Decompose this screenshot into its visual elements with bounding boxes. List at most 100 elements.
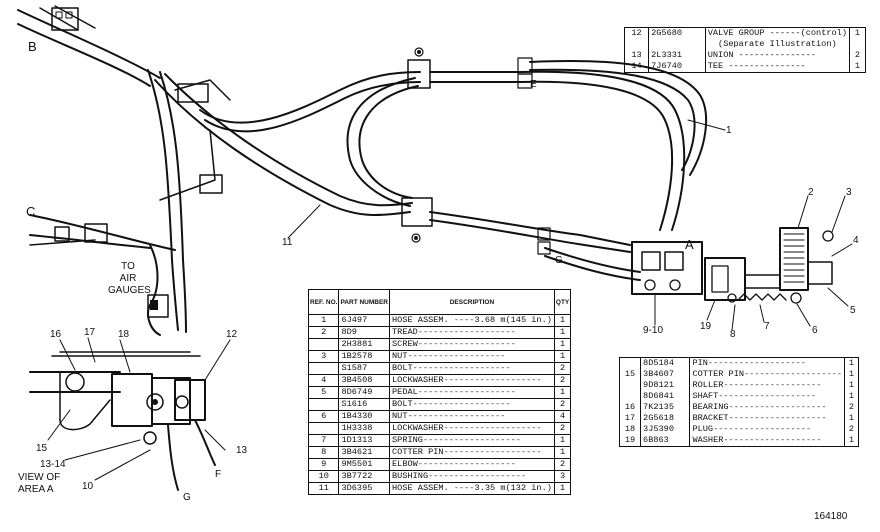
frame-rail xyxy=(39,7,79,31)
part-cell: 3J5390 xyxy=(640,424,691,435)
bolt-fill xyxy=(417,50,421,54)
pedal-housing xyxy=(704,257,746,301)
area-label-b: B xyxy=(28,39,37,54)
detail-fitting xyxy=(146,393,164,411)
qty-cell: 1 xyxy=(553,434,572,447)
desc-text: ELBOW xyxy=(392,459,418,470)
frame-tube xyxy=(147,69,179,331)
desc-text: UNION xyxy=(707,50,734,60)
ref-cell xyxy=(307,362,340,375)
qty-cell: 2 xyxy=(553,362,572,375)
callout-3: 3 xyxy=(846,187,852,198)
desc-note: 3.35 m(132 in.) xyxy=(474,483,552,494)
hose-assembly-11 xyxy=(204,81,421,133)
desc-text: COTTER PIN xyxy=(392,447,444,458)
ref-cell: 7 xyxy=(307,434,340,447)
pedal xyxy=(147,294,169,318)
qty-cell: 1 xyxy=(553,350,572,363)
part-cell: 9M5501 xyxy=(338,458,390,471)
desc-cell: (Separate Illustration) xyxy=(704,39,850,50)
ref-cell xyxy=(618,391,642,402)
qty-cell: 1 xyxy=(844,413,859,424)
part-cell: 8D6841 xyxy=(640,391,691,402)
detail-valve xyxy=(151,377,191,425)
callout-13: 13 xyxy=(236,445,248,456)
part-cell: 1H3338 xyxy=(338,422,390,435)
callout-13-14: 13-14 xyxy=(40,459,66,470)
desc-text: VALVE GROUP xyxy=(707,28,765,38)
qty-cell xyxy=(848,39,867,50)
ref-cell: 14 xyxy=(623,61,650,73)
washer-19 xyxy=(727,293,737,303)
callout-8: 8 xyxy=(730,329,736,340)
desc-text: BOLT xyxy=(392,363,413,374)
ref-cell xyxy=(618,357,642,369)
ref-cell: 15 xyxy=(618,369,642,380)
desc-cell: TREAD------------------- xyxy=(389,326,555,339)
desc-text: HOSE ASSEM. xyxy=(392,315,449,326)
ref-cell: 6 xyxy=(307,410,340,423)
detail-rail xyxy=(51,351,201,357)
qty-cell: 1 xyxy=(553,446,572,459)
hose-loop xyxy=(358,85,419,199)
valve-port xyxy=(644,279,656,291)
hose-assembly-1 xyxy=(429,80,674,231)
ref-cell: 8 xyxy=(307,446,340,459)
qty-cell: 2 xyxy=(553,458,572,471)
control-valve xyxy=(641,251,661,271)
callout-10: 10 xyxy=(82,481,94,492)
bolt-fill xyxy=(414,236,418,240)
part-cell: 2G5680 xyxy=(648,27,706,39)
label-line: AREA A xyxy=(18,484,54,495)
ref-cell xyxy=(307,338,340,351)
ref-cell xyxy=(623,39,650,50)
part-cell: 8D5184 xyxy=(640,357,691,369)
frame-bracket xyxy=(55,11,63,19)
detail-roller xyxy=(65,372,85,392)
callout-11: 11 xyxy=(282,237,293,248)
ref-cell: 5 xyxy=(307,386,340,399)
area-label-c: C xyxy=(26,204,36,219)
table-row: 12 2G5680 VALVE GROUP ------(control) 1 xyxy=(623,27,867,39)
part-cell: 2H3881 xyxy=(338,338,390,351)
hose-assembly-1 xyxy=(529,60,707,176)
qty-cell: 2 xyxy=(848,50,867,61)
qty-cell: 1 xyxy=(553,326,572,339)
hose-lower xyxy=(544,247,641,273)
desc-cell: ROLLER------------------- xyxy=(689,380,846,391)
detail-valve xyxy=(111,373,153,427)
desc-cell: TEE --------------- xyxy=(704,61,850,73)
fitting xyxy=(84,223,108,243)
hose-lower xyxy=(429,211,631,246)
callout-5: 5 xyxy=(850,305,856,316)
desc-cell: NUT------------------- xyxy=(389,410,555,423)
hose-assembly-11 xyxy=(199,71,421,124)
detail-fitting xyxy=(175,395,189,409)
qty-cell: 2 xyxy=(553,422,572,435)
desc-text: BUSHING xyxy=(392,471,429,482)
desc-text: HOSE ASSEM. xyxy=(392,483,449,494)
hose-assembly-1 xyxy=(429,70,686,231)
table-row: 14 7J6740 TEE --------------- 1 xyxy=(623,61,867,73)
part-cell: S1616 xyxy=(338,398,390,411)
hose-loop xyxy=(346,77,416,207)
desc-text: LOCKWASHER xyxy=(392,423,444,434)
part-cell: 7K2135 xyxy=(640,402,691,413)
ref-cell: 17 xyxy=(618,413,642,424)
callout-18: 18 xyxy=(118,329,130,340)
label-line: VIEW OF xyxy=(18,472,61,483)
callout-17: 17 xyxy=(84,327,96,338)
detail-elbow xyxy=(143,431,157,445)
shaft xyxy=(744,274,781,289)
header-qty: QTY xyxy=(553,289,572,315)
desc-cell: VALVE GROUP ------(control) xyxy=(704,27,850,39)
